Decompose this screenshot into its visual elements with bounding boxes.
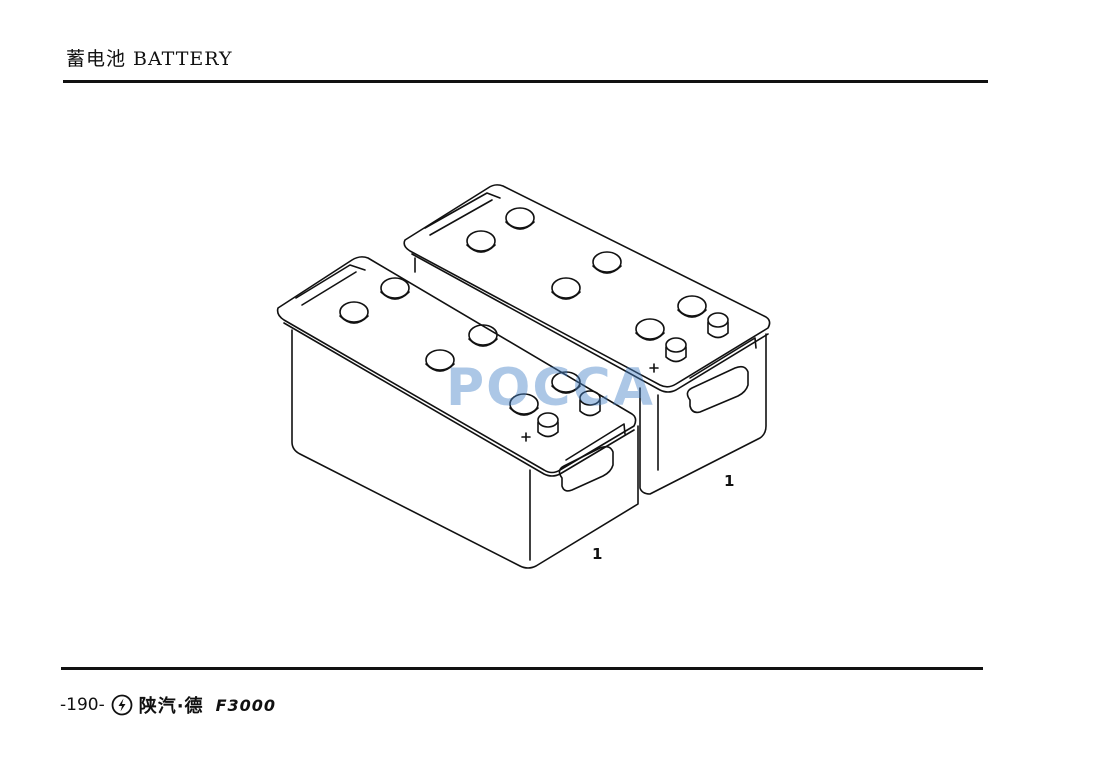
- header-rule: [63, 80, 988, 83]
- page-title: 蓄电池 BATTERY: [66, 48, 233, 70]
- page-footer: -190- 陕汽·德 F3000: [60, 692, 276, 718]
- battery-back: [403, 184, 771, 495]
- callout-back-battery: 1: [724, 472, 735, 490]
- battery-back-caps: [466, 207, 707, 341]
- brand-name: 陕汽·德: [138, 696, 204, 717]
- battery-front-caps: [339, 277, 581, 416]
- model-name: F3000: [215, 695, 277, 715]
- page-number: -190-: [60, 695, 105, 715]
- watermark: POCCA: [446, 358, 655, 418]
- callout-front-battery: 1: [592, 545, 603, 563]
- battery-front: [276, 256, 659, 569]
- footer-rule: [61, 667, 983, 670]
- shaanxi-automobile-logo-icon: [111, 694, 133, 716]
